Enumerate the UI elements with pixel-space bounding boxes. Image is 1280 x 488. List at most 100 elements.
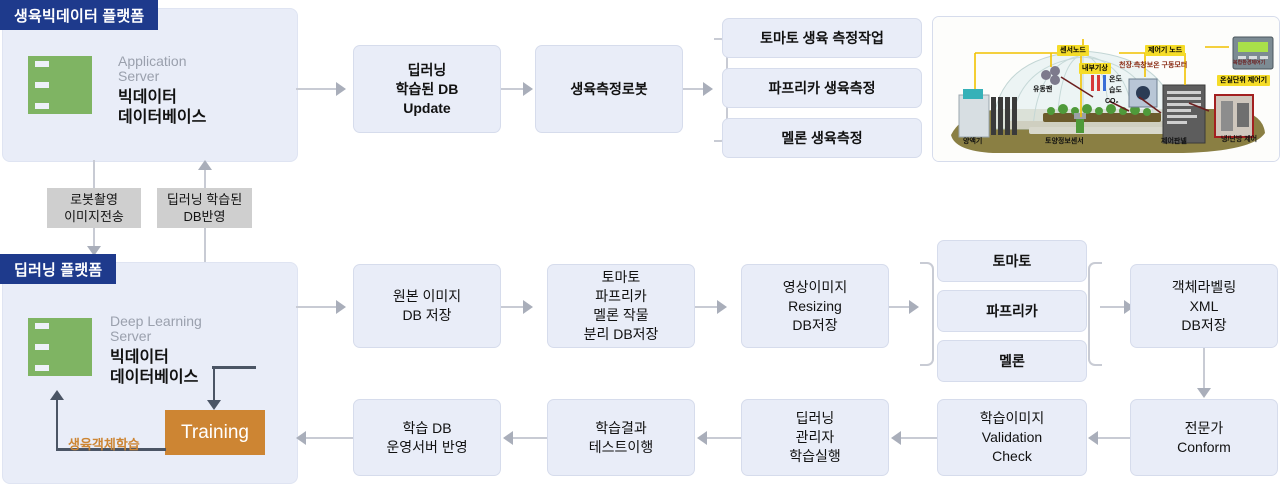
- arrow-right-to-xml: [1124, 300, 1134, 314]
- connector-cropsplit-to-resizing: [695, 306, 719, 308]
- connector-bigdata-to-chip: [93, 160, 95, 188]
- gh-label-hvac-control: 냉/난방 제어: [1221, 136, 1258, 143]
- panel-title-bigdata-platform: 생육빅데이터 플랫폼: [0, 0, 159, 30]
- gh-label-ceiling-insulation-motor: 천장.측창보온 구동모터: [1119, 62, 1188, 69]
- arrow-left-to-test: [697, 431, 707, 445]
- node-label: 멜론: [999, 352, 1025, 369]
- node-label: 영상이미지 Resizing DB저장: [782, 278, 848, 333]
- arrow-right-to-mid-branches: [909, 300, 919, 314]
- connector-validation-to-manager: [901, 437, 937, 439]
- connector-deeplearning-to-original: [296, 306, 336, 308]
- gh-label-device-box: 복합환경제어기: [1233, 60, 1266, 66]
- gh-label-controller-node: 제어기 노드: [1145, 45, 1186, 56]
- loop-line-training-to-db-vert: [56, 400, 58, 450]
- bigdata-server-title: 빅데이터 데이터베이스: [118, 89, 207, 126]
- node-label: 토마토 파프리카 멜론 작물 분리 DB저장: [583, 269, 659, 342]
- arrow-right-to-original-image: [336, 300, 346, 314]
- arrow-right-to-resizing: [717, 300, 727, 314]
- node-tomato[interactable]: 토마토: [937, 240, 1087, 282]
- node-label: 생육측정로봇: [570, 80, 648, 97]
- node-melon[interactable]: 멜론: [937, 340, 1087, 382]
- deeplearning-server-subtitle: Deep Learning Server: [110, 313, 202, 344]
- arrow-left-to-deeplearning-platform: [296, 431, 306, 445]
- chip-db-reflect: 딥러닝 학습된 DB반영: [157, 188, 252, 228]
- node-label: 멜론 생육측정: [781, 129, 863, 146]
- node-label: 토마토: [992, 252, 1032, 269]
- node-label: 학습결과 테스트이행: [588, 419, 654, 455]
- connector-chip-to-bigdata: [204, 170, 206, 188]
- gh-label-circulation-fan: 유동팬: [1033, 86, 1053, 93]
- node-object-labeling-xml[interactable]: 객체라벨링 XML DB저장: [1130, 264, 1278, 348]
- node-label: 딥러닝 관리자 학습실행: [789, 410, 841, 464]
- arrow-up-to-bigdata: [198, 160, 212, 170]
- connector-manager-to-test: [707, 437, 741, 439]
- bracket-mid-branches-out: [1088, 262, 1102, 366]
- gh-label-internal-weather: 내부기상: [1079, 63, 1111, 74]
- connector-midbranches-to-xml: [1100, 306, 1126, 308]
- greenhouse-svg: [951, 36, 1274, 153]
- arrow-left-to-manager: [891, 431, 901, 445]
- node-train-db-deploy[interactable]: 학습 DB 운영서버 반영: [353, 399, 501, 476]
- bigdata-server-subtitle: Application Server: [118, 53, 187, 84]
- node-label: 토마토 생육 측정작업: [760, 29, 884, 46]
- connector-resizing-to-midbranches: [889, 306, 911, 308]
- gh-label-soil-info-sensor: 토양정보센서: [1045, 138, 1084, 145]
- gh-label-co2: CO₂: [1105, 98, 1119, 105]
- node-tomato-measure-task[interactable]: 토마토 생육 측정작업: [722, 18, 922, 58]
- arrow-down-to-deeplearning: [87, 246, 101, 256]
- loop-label-growth-object-learning: 생육객체학습: [68, 437, 140, 452]
- gh-label-greenhouse-unit-controller: 온실단위 제어기: [1217, 75, 1271, 86]
- node-label: 파프리카 생육측정: [768, 79, 876, 96]
- node-label: 딥러닝 학습된 DB Update: [395, 61, 459, 116]
- arrow-left-to-validation: [1088, 431, 1098, 445]
- connector-dlupdate-to-robot: [501, 88, 525, 90]
- arrow-down-to-training: [207, 400, 221, 410]
- node-expert-conform[interactable]: 전문가 Conform: [1130, 399, 1278, 476]
- node-label: 학습 DB 운영서버 반영: [386, 419, 468, 455]
- server-rack-icon: [28, 56, 92, 114]
- node-dl-manager-train[interactable]: 딥러닝 관리자 학습실행: [741, 399, 889, 476]
- gh-label-sensor-node: 센서노드: [1057, 45, 1089, 56]
- greenhouse-scene: 센서노드 제어기 노드 온실단위 제어기 내부기상 천장.측창보온 구동모터 온…: [933, 17, 1279, 161]
- node-train-image-validation[interactable]: 학습이미지 Validation Check: [937, 399, 1087, 476]
- connector-xml-to-conform: [1203, 348, 1205, 390]
- connector-conform-to-validation: [1098, 437, 1130, 439]
- node-melon-measure[interactable]: 멜론 생육측정: [722, 118, 922, 158]
- node-train-result-test[interactable]: 학습결과 테스트이행: [547, 399, 695, 476]
- loop-line-training-to-db-bottom: [56, 448, 166, 451]
- node-crop-split-db[interactable]: 토마토 파프리카 멜론 작물 분리 DB저장: [547, 264, 695, 348]
- arrow-right-to-crop-split: [523, 300, 533, 314]
- bracket-mid-branches-in: [920, 262, 934, 366]
- node-paprika[interactable]: 파프리카: [937, 290, 1087, 332]
- greenhouse-illustration-panel: 센서노드 제어기 노드 온실단위 제어기 내부기상 천장.측창보온 구동모터 온…: [932, 16, 1280, 162]
- connector-deploy-to-platform: [306, 437, 353, 439]
- arrow-right-to-top-branches: [703, 82, 713, 96]
- gh-label-nutrient-supply: 양액기: [963, 138, 983, 145]
- loop-line-db-to-training-vert: [213, 366, 215, 402]
- gh-label-humidity: 습도: [1109, 87, 1122, 94]
- connector-original-to-cropsplit: [501, 306, 525, 308]
- node-dl-db-update[interactable]: 딥러닝 학습된 DB Update: [353, 45, 501, 133]
- node-original-image-db[interactable]: 원본 이미지 DB 저장: [353, 264, 501, 348]
- node-label: 파프리카: [986, 302, 1038, 319]
- node-label: 학습이미지 Validation Check: [979, 410, 1045, 464]
- server-rack-icon-deeplearning: [28, 318, 92, 376]
- node-image-resizing[interactable]: 영상이미지 Resizing DB저장: [741, 264, 889, 348]
- chip-robot-capture: 로봇촬영 이미지전송: [47, 188, 141, 228]
- training-block[interactable]: Training: [165, 410, 265, 455]
- connector-test-to-deploy: [513, 437, 547, 439]
- node-growth-robot[interactable]: 생육측정로봇: [535, 45, 683, 133]
- deeplearning-server-title: 빅데이터 데이터베이스: [110, 349, 199, 386]
- arrow-left-to-deploy: [503, 431, 513, 445]
- arrow-right-to-dlupdate: [336, 82, 346, 96]
- gh-label-control-panel: 제어판넬: [1161, 138, 1187, 145]
- connector-robot-to-branches: [683, 88, 705, 90]
- connector-chip-to-deeplearning: [93, 228, 95, 248]
- node-paprika-measure[interactable]: 파프리카 생육측정: [722, 68, 922, 108]
- gh-label-temperature: 온도: [1109, 76, 1122, 83]
- panel-title-deeplearning-platform: 딥러닝 플랫폼: [0, 254, 117, 284]
- connector-deeplearning-to-chip: [204, 228, 206, 288]
- arrow-down-to-conform: [1197, 388, 1211, 398]
- node-label: 객체라벨링 XML DB저장: [1171, 278, 1237, 333]
